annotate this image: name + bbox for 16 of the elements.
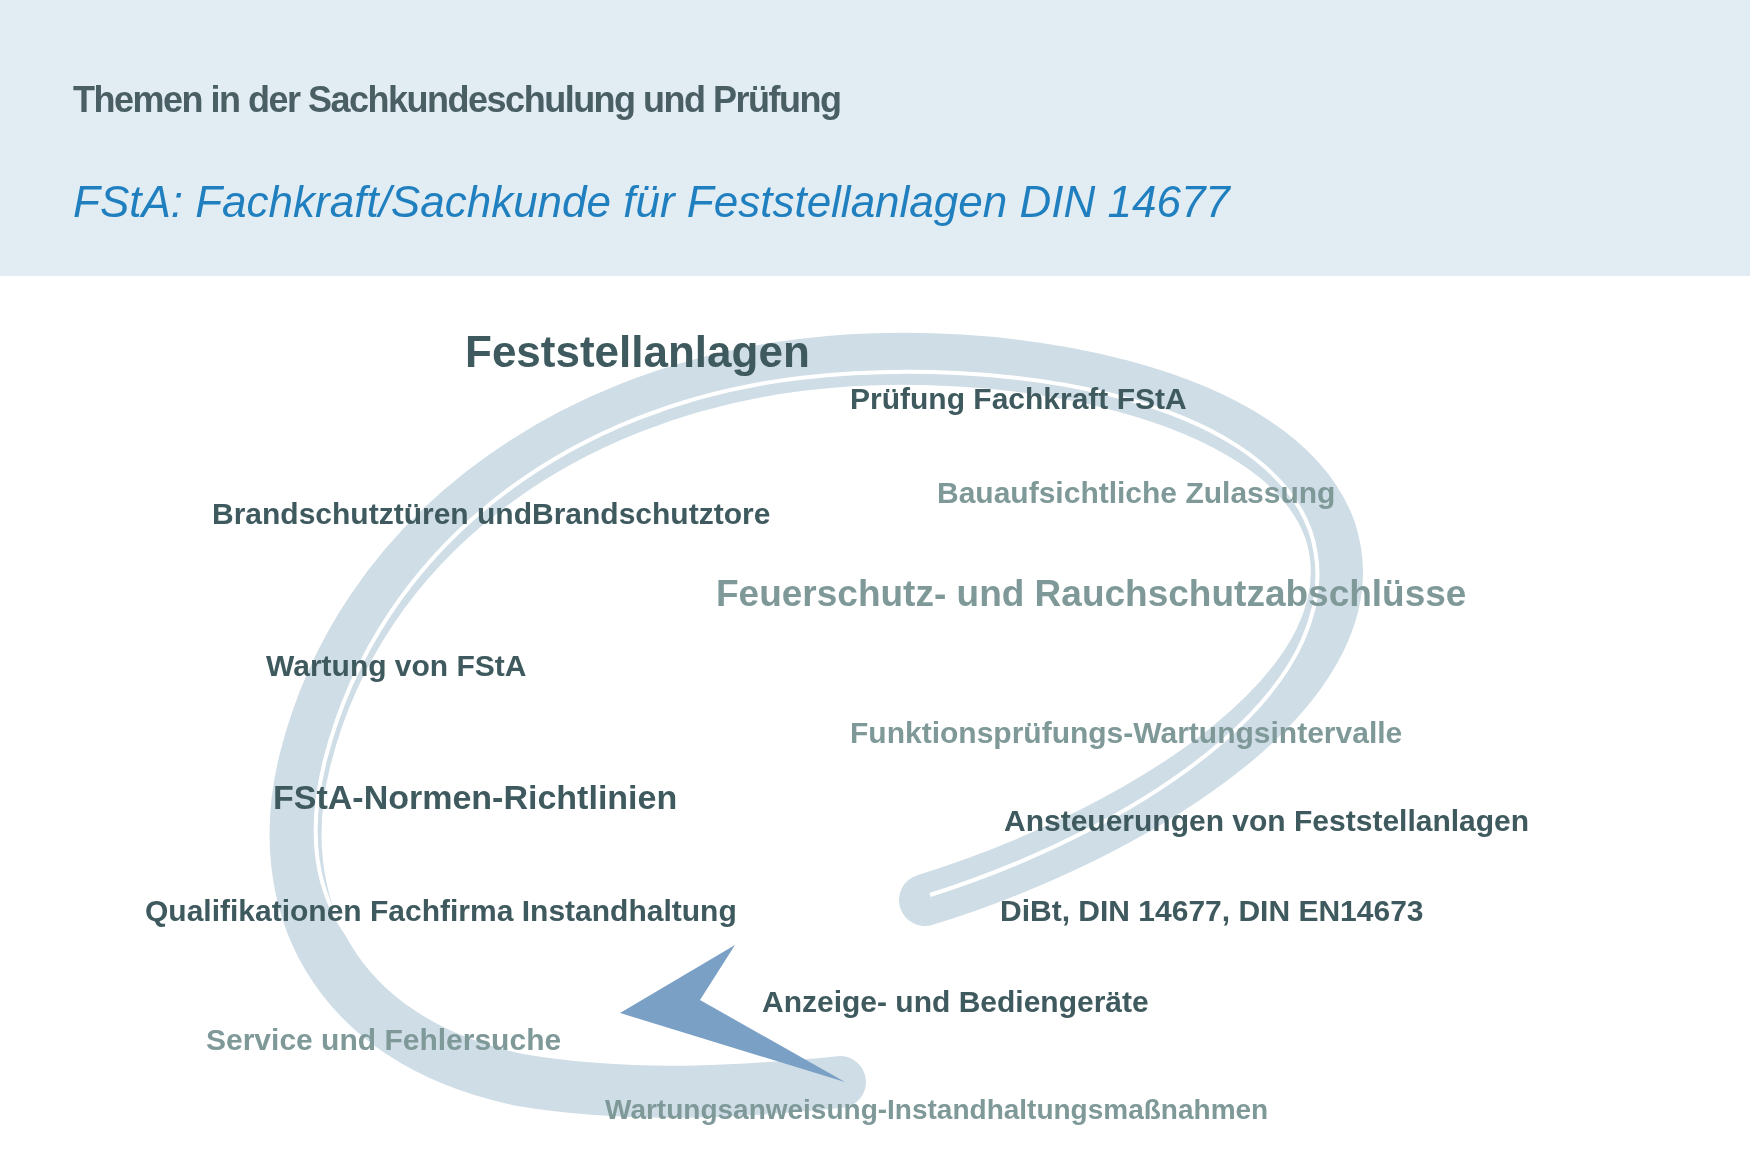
title: Themen in der Sachkundeschulung und Prüfung [73, 80, 841, 120]
topic-label: Service und Fehlersuche [206, 1023, 562, 1056]
topic-label: Ansteuerungen von Feststellanlagen [1004, 804, 1530, 837]
topic-label: Prüfung Fachkraft FStA [850, 382, 1187, 415]
topic-label: Bauaufsichtliche Zulassung [937, 476, 1336, 509]
subtitle: FStA: Fachkraft/Sachkunde für Feststellanlagen DIN 14677 [73, 178, 1230, 227]
topic-label: Qualifikationen Fachfirma Instandhaltung [145, 894, 737, 927]
topic-label: Wartung von FStA [266, 649, 527, 682]
topic-label: Funktionsprüfungs-Wartungsintervalle [850, 716, 1403, 749]
topic-label: Brandschutztüren undBrandschutztore [212, 497, 771, 530]
topic-label: Feuerschutz- und Rauchschutzabschlüsse [716, 574, 1467, 615]
topic-label: FStA-Normen-Richtlinien [273, 779, 678, 817]
topic-label: Anzeige- und Bediengeräte [762, 985, 1149, 1018]
topic-label: DiBt, DIN 14677, DIN EN14673 [1000, 894, 1424, 927]
topic-label: Feststellanlagen [465, 328, 810, 377]
topic-label: Wartungsanweisung-Instandhaltungsmaßnahmen [605, 1095, 1269, 1126]
